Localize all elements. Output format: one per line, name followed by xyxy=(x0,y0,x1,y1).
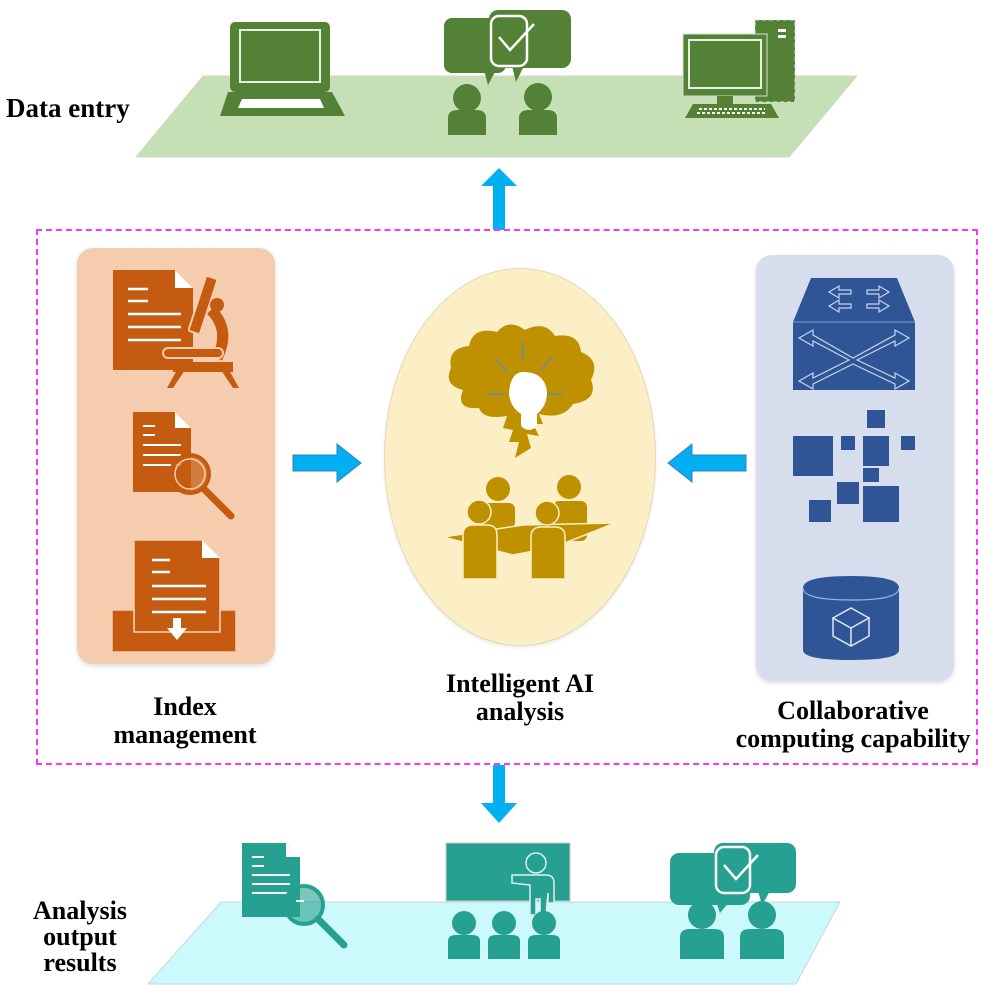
index-management-label-line2: management xyxy=(113,720,257,750)
network-switch-icon xyxy=(793,278,915,391)
flow-arrow-right xyxy=(292,442,362,484)
analysis-core-boundary xyxy=(36,229,978,765)
distributed-blocks-icon xyxy=(793,410,915,522)
analysis-output-label-line1: Analysis xyxy=(33,896,127,925)
collaborative-computing-label: Collaborative computing capability xyxy=(708,696,998,754)
analysis-output-label: Analysis output results xyxy=(15,898,145,976)
desktop-computer-icon xyxy=(682,19,796,118)
collaborative-computing-label-line1: Collaborative xyxy=(777,696,929,725)
document-search-icon xyxy=(133,412,235,520)
index-management-label: Index management xyxy=(100,692,270,750)
intelligent-ai-analysis-label-line2: analysis xyxy=(475,697,565,727)
brain-idea-lightbulb-icon xyxy=(448,324,595,458)
discussion-check-icon xyxy=(670,843,796,959)
document-inbox-download-icon xyxy=(111,539,237,653)
intelligent-ai-analysis-label-line1: Intelligent AI xyxy=(445,669,595,698)
flow-arrow-left xyxy=(667,442,747,484)
flow-arrow-down xyxy=(481,765,517,823)
analysis-output-label-line3: results xyxy=(43,948,117,977)
document-search-icon xyxy=(242,843,348,949)
collaborative-computing-label-line2: computing capability xyxy=(735,724,971,754)
database-cube-icon xyxy=(802,576,900,660)
intelligent-ai-analysis-label: Intelligent AI analysis xyxy=(400,669,640,727)
data-entry-label: Data entry xyxy=(6,93,130,123)
discussion-check-icon xyxy=(444,10,571,135)
index-management-label-line1: Index xyxy=(153,692,217,721)
document-microscope-icon xyxy=(113,270,239,388)
laptop-icon xyxy=(220,22,345,116)
flow-arrow-up xyxy=(481,168,517,230)
team-meeting-icon xyxy=(442,475,616,580)
analysis-output-label-line2: output xyxy=(43,922,117,951)
presentation-audience-icon xyxy=(445,842,571,959)
